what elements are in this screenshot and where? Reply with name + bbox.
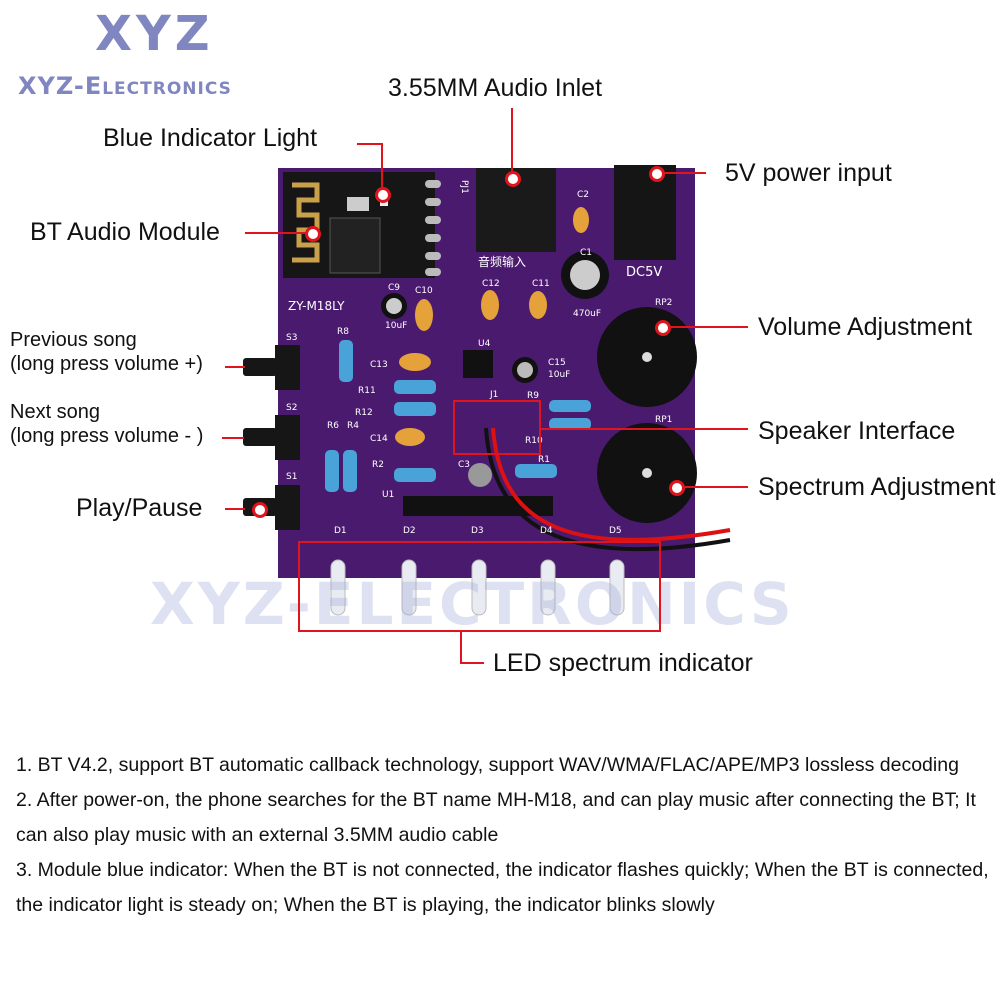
label-audio-inlet: 3.55MM Audio Inlet — [388, 74, 603, 102]
ref-label: C11 — [532, 279, 550, 289]
label-blue-indicator: Blue Indicator Light — [103, 124, 318, 152]
dc-label: DC5V — [626, 265, 662, 280]
marker-dot — [375, 187, 391, 203]
marker-dot — [252, 502, 268, 518]
ref-label: C12 — [482, 279, 500, 289]
ref-label: C2 — [577, 190, 589, 200]
label-text: Next song — [10, 401, 101, 423]
marker-dot — [669, 480, 685, 496]
led-label: D3 — [471, 526, 484, 536]
ref-label: R9 — [527, 391, 539, 401]
ref-label: C3 — [458, 460, 470, 470]
pj-label: PJ1 — [459, 180, 469, 194]
label-play-pause: Play/Pause — [76, 494, 203, 522]
ref-label: C9 — [388, 283, 400, 293]
label-next-song: Next song(long press volume - ) — [10, 400, 203, 448]
label-power-input: 5V power input — [725, 159, 892, 187]
ref-label: RP2 — [655, 298, 672, 308]
ref-label: RP1 — [655, 415, 672, 425]
ref-label: C13 — [370, 360, 388, 370]
ref-label: C14 — [370, 434, 388, 444]
logo-subtitle: XYZ-Electronics — [18, 72, 232, 100]
ref-label: C10 — [415, 286, 433, 296]
ref-label: R6 — [327, 421, 339, 431]
ref-label: R1 — [538, 455, 550, 465]
previous-song-button[interactable] — [243, 358, 277, 376]
led-row: D1 D2 D3 D4 D5 — [330, 526, 625, 616]
ref-label: R8 — [337, 327, 349, 337]
ref-label: C15 — [548, 358, 566, 368]
marker-dot — [505, 171, 521, 187]
led-label: D4 — [540, 526, 553, 536]
led-highlight-box — [298, 541, 661, 632]
note-item: 2. After power-on, the phone searches fo… — [16, 789, 976, 846]
ref-label: R11 — [358, 386, 376, 396]
next-song-button[interactable] — [243, 428, 277, 446]
marker-dot — [305, 226, 321, 242]
label-text: Previous song — [10, 329, 137, 351]
label-volume: Volume Adjustment — [758, 313, 973, 341]
label-subtext: (long press volume +) — [10, 353, 203, 375]
led-label: D2 — [403, 526, 416, 536]
watermark: XYZ-ELECTRONICS — [150, 570, 795, 638]
label-led-indicator: LED spectrum indicator — [493, 649, 753, 677]
note-item: 3. Module blue indicator: When the BT is… — [16, 859, 989, 916]
ref-label: R12 — [355, 408, 373, 418]
ref-label: S3 — [286, 333, 297, 343]
marker-dot — [655, 320, 671, 336]
ref-label: C1 — [580, 248, 592, 258]
led-label: D1 — [334, 526, 347, 536]
ref-label: U1 — [382, 490, 394, 500]
audio-input-label: 音频输入 — [478, 254, 526, 269]
label-spectrum: Spectrum Adjustment — [758, 473, 996, 501]
ref-label: U4 — [478, 339, 491, 349]
label-speaker-interface: Speaker Interface — [758, 417, 956, 445]
feature-notes: 1. BT V4.2, support BT automatic callbac… — [16, 748, 991, 923]
speaker-highlight-box — [453, 400, 541, 455]
label-previous-song: Previous song(long press volume +) — [10, 328, 203, 376]
board-model: ZY-M18LY — [288, 299, 345, 313]
logo: XYZ — [95, 6, 214, 62]
ref-label: 10uF — [548, 370, 570, 380]
ref-label: 10uF — [385, 321, 407, 331]
ref-label: S1 — [286, 472, 297, 482]
ref-label: R10 — [525, 436, 543, 446]
label-subtext: (long press volume - ) — [10, 425, 204, 447]
note-item: 1. BT V4.2, support BT automatic callbac… — [16, 754, 959, 776]
ref-label: 470uF — [573, 309, 601, 319]
ref-label: S2 — [286, 403, 297, 413]
marker-dot — [649, 166, 665, 182]
ref-label: R2 — [372, 460, 384, 470]
ref-label: J1 — [489, 390, 498, 400]
ref-label: R4 — [347, 421, 359, 431]
led-label: D5 — [609, 526, 622, 536]
label-bt-module: BT Audio Module — [30, 218, 220, 246]
dc-jack — [614, 165, 676, 260]
